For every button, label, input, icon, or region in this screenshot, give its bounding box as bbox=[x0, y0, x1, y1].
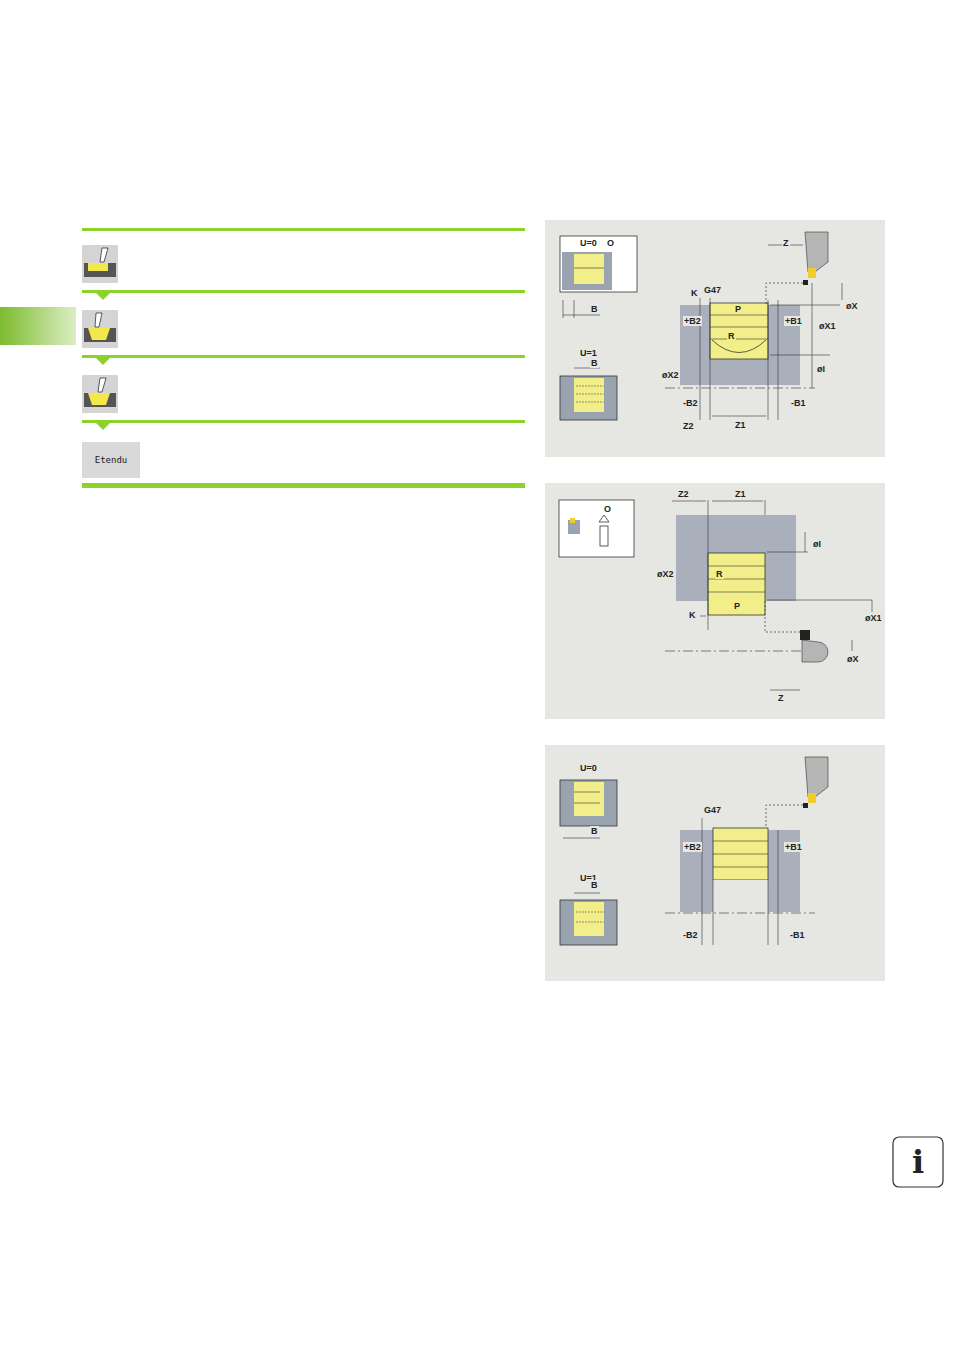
dimension-label: øX1 bbox=[864, 613, 883, 623]
dimension-label: B bbox=[590, 358, 599, 368]
dimension-label: B bbox=[590, 826, 599, 836]
dimension-label: Z2 bbox=[682, 421, 695, 431]
dimension-label: P bbox=[734, 304, 742, 314]
dimension-label: øI bbox=[816, 364, 826, 374]
dimension-label: P bbox=[733, 601, 741, 611]
dimension-label: Z1 bbox=[734, 420, 747, 430]
dimension-label: Z bbox=[777, 693, 785, 703]
node-text: Etendu bbox=[95, 455, 128, 465]
dimension-label: G47 bbox=[703, 285, 722, 295]
softkey-button: Etendu bbox=[82, 442, 140, 478]
dimension-label: +B1 bbox=[784, 842, 803, 852]
dimension-label: øX1 bbox=[818, 321, 837, 331]
dimension-label: øI bbox=[812, 539, 822, 549]
dimension-label: +B1 bbox=[784, 316, 803, 326]
dimension-label: B bbox=[590, 880, 599, 890]
dimension-label: -B2 bbox=[682, 930, 699, 940]
dimension-label: +B2 bbox=[683, 316, 702, 326]
dimension-label: øX2 bbox=[661, 370, 680, 380]
dimension-label: Z1 bbox=[734, 489, 747, 499]
info-icon: i bbox=[893, 1137, 943, 1187]
dimension-label: øX2 bbox=[656, 569, 675, 579]
dimension-label: -B1 bbox=[789, 930, 806, 940]
dimension-label: K bbox=[688, 610, 697, 620]
dimension-label: O bbox=[606, 238, 615, 248]
dimension-label: øX bbox=[846, 654, 860, 664]
dimension-label: G47 bbox=[703, 805, 722, 815]
dimension-label: Z bbox=[782, 238, 790, 248]
dimension-label: B bbox=[590, 304, 599, 314]
dimension-label: -B2 bbox=[682, 398, 699, 408]
dimension-label: K bbox=[690, 288, 699, 298]
dimension-label: U=0 bbox=[579, 238, 598, 248]
dimension-label: øX bbox=[845, 301, 859, 311]
dimension-label: R bbox=[727, 331, 736, 341]
dimension-label: U=1 bbox=[579, 348, 598, 358]
dimension-label: -B1 bbox=[790, 398, 807, 408]
node-text: i bbox=[912, 1143, 924, 1181]
dimension-label: R bbox=[715, 569, 724, 579]
dimension-label: U=0 bbox=[579, 763, 598, 773]
dimension-label: +B2 bbox=[683, 842, 702, 852]
dimension-label: Z2 bbox=[677, 489, 690, 499]
dimension-label: O bbox=[603, 504, 612, 514]
